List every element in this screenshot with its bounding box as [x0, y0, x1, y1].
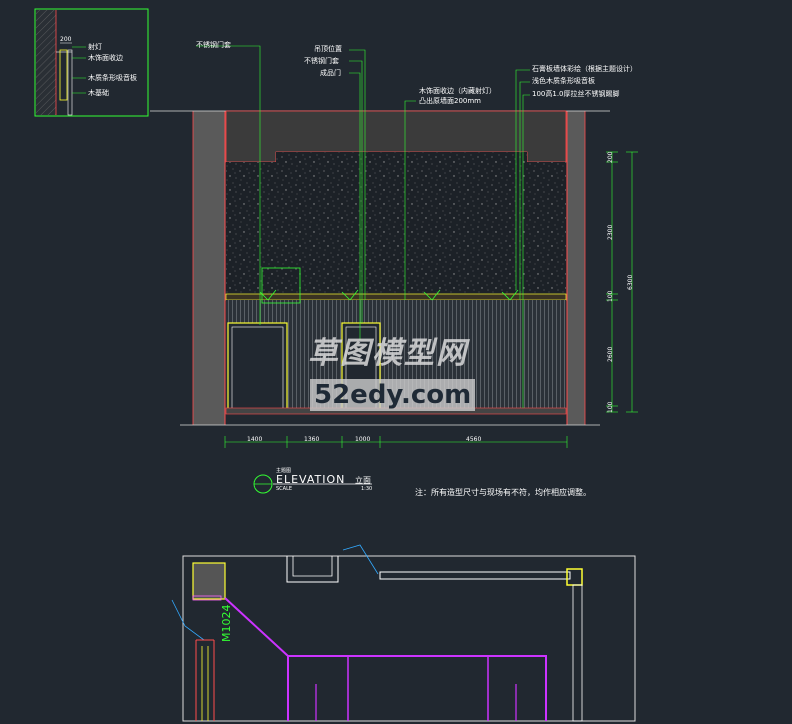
callout-mid-2: 凸出原墙面200mm	[419, 97, 481, 105]
title-badge	[253, 474, 372, 494]
detail-label-trim: 木饰面收边	[88, 54, 123, 62]
detail-label-base: 木基础	[88, 89, 109, 97]
callout-center-1: 吊顶位置	[314, 45, 342, 53]
scale-value: 1:30	[361, 486, 373, 492]
dim-h-4: 4560	[466, 436, 482, 443]
scale-label: SCALE	[276, 486, 293, 492]
detail-label-spotlight: 射灯	[88, 43, 102, 51]
dim-total: 6300	[627, 274, 634, 290]
watermark-url: 52edy.com	[310, 379, 476, 411]
dimension-lines	[224, 151, 638, 448]
dim-v-1: 200	[607, 151, 614, 163]
dim-v-5: 100	[607, 401, 614, 413]
elevation-title: ELEVATION	[276, 473, 346, 486]
dim-h-2: 1360	[304, 436, 320, 443]
callout-center-3: 成品门	[320, 69, 341, 77]
drawing-note: 注：所有造型尺寸与现场有不符，均作相应调整。	[415, 488, 591, 497]
section-detail	[34, 8, 149, 117]
callout-right-2: 浅色木质条形吸音板	[532, 77, 595, 85]
badge-top: 主题图	[276, 468, 292, 474]
callout-left: 不锈钢门套	[196, 41, 231, 49]
door-label: M1024	[220, 604, 233, 643]
dim-h-3: 1000	[355, 436, 371, 443]
watermark-title: 草图模型网	[308, 336, 468, 371]
callout-right-1: 石膏板墙体彩绘（根据主题设计）	[532, 65, 637, 73]
dim-v-3: 100	[607, 290, 614, 302]
callout-center-2: 不锈钢门套	[304, 57, 339, 65]
floor-plan	[171, 544, 636, 722]
callout-mid-1: 木饰面收边（内藏射灯）	[419, 87, 496, 95]
elevation-drawing	[150, 110, 610, 426]
elevation-title-cn: 立面	[355, 476, 371, 485]
callout-right-3: 100高1.0厚拉丝不锈钢踢脚	[532, 90, 620, 98]
detail-dim: 200	[60, 36, 72, 43]
leader-lines	[196, 45, 530, 408]
dim-v-4: 2600	[607, 346, 614, 362]
detail-label-panel: 木质条形吸音板	[88, 74, 137, 82]
dim-v-2: 2300	[607, 224, 614, 240]
dim-h-1: 1400	[247, 436, 263, 443]
